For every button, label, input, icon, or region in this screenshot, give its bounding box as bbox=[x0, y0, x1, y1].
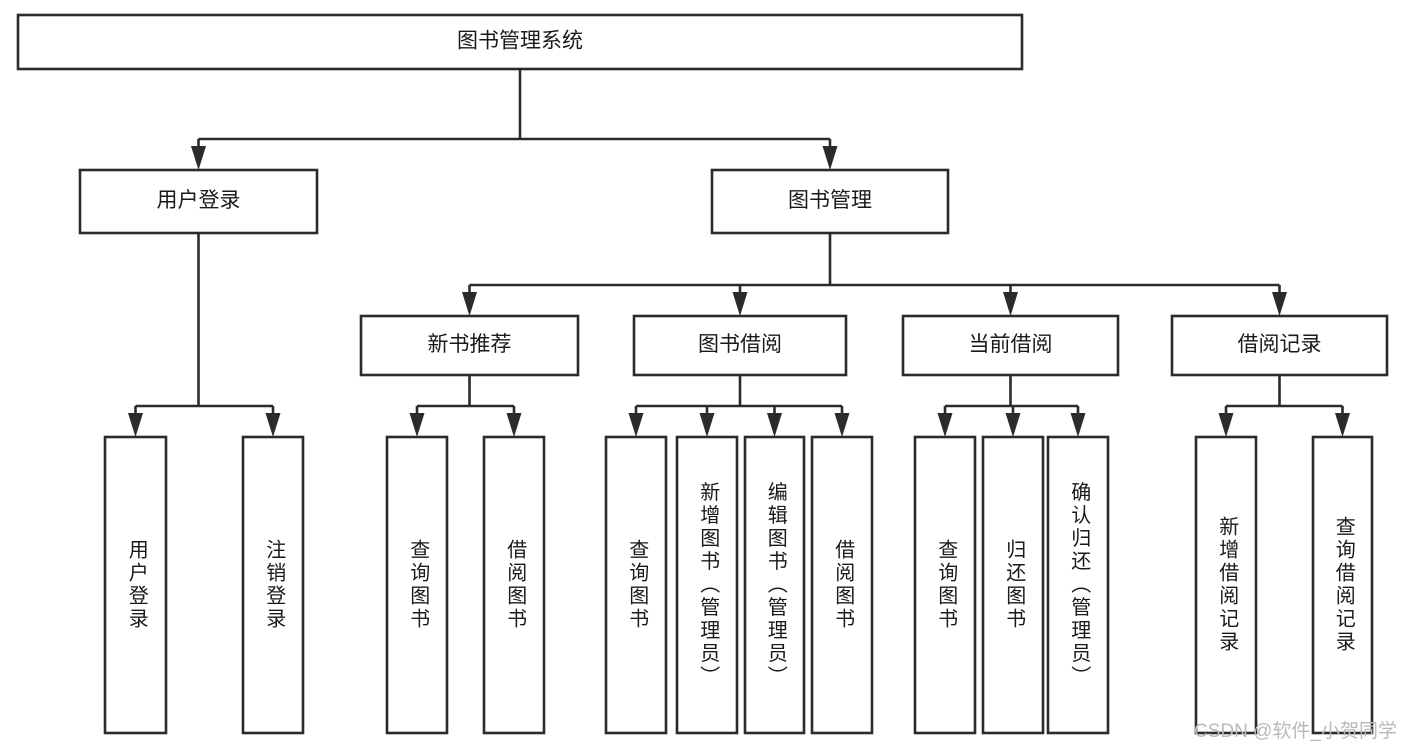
node-label: 借阅记录 bbox=[1238, 333, 1322, 356]
node-box bbox=[913, 435, 977, 735]
node-l-logout[interactable]: 注销登录 bbox=[241, 435, 305, 735]
node-n-current-borrow[interactable]: 当前借阅 bbox=[901, 314, 1120, 377]
arrow-head-icon bbox=[628, 413, 644, 437]
node-box bbox=[385, 435, 449, 735]
arrow-head-icon bbox=[937, 413, 953, 437]
arrow-head-icon bbox=[265, 413, 281, 437]
node-label: 查询图书 bbox=[935, 539, 958, 631]
arrow-head-icon bbox=[506, 413, 522, 437]
arrow-head-icon bbox=[462, 292, 477, 316]
arrow-head-icon bbox=[128, 413, 143, 437]
node-box bbox=[901, 314, 1120, 377]
node-l-add-book[interactable]: 新增图书（管理员） bbox=[675, 435, 739, 735]
node-root[interactable]: 图书管理系统 bbox=[16, 13, 1024, 71]
node-label: 新增图书（管理员） bbox=[697, 481, 720, 688]
node-box bbox=[16, 13, 1024, 71]
node-label: 借阅图书 bbox=[504, 539, 527, 631]
node-l-query-book-1[interactable]: 查询图书 bbox=[385, 435, 449, 735]
node-n-book-borrow[interactable]: 图书借阅 bbox=[632, 314, 848, 377]
node-label: 新书推荐 bbox=[428, 333, 512, 356]
node-l-query-book-3[interactable]: 查询图书 bbox=[913, 435, 977, 735]
node-l-borrow-book-1[interactable]: 借阅图书 bbox=[482, 435, 546, 735]
node-box bbox=[675, 435, 739, 735]
node-label: 查询图书 bbox=[626, 539, 649, 631]
node-layer: 图书管理系统用户登录图书管理新书推荐图书借阅当前借阅借阅记录用户登录注销登录查询… bbox=[16, 13, 1389, 735]
node-box bbox=[710, 168, 950, 235]
arrow-head-icon bbox=[699, 413, 715, 437]
arrow-head-icon bbox=[1070, 413, 1086, 437]
csdn-watermark: CSDN @软件_小贺同学 bbox=[1194, 721, 1397, 742]
arrow-head-icon bbox=[732, 292, 748, 316]
node-label: 查询借阅记录 bbox=[1332, 516, 1355, 654]
node-l-add-record[interactable]: 新增借阅记录 bbox=[1194, 435, 1258, 735]
node-box bbox=[241, 435, 305, 735]
node-label: 图书管理系统 bbox=[457, 30, 583, 53]
node-label: 当前借阅 bbox=[969, 333, 1053, 356]
node-box bbox=[359, 314, 580, 377]
node-label: 确认归还（管理员） bbox=[1068, 481, 1091, 688]
node-box bbox=[632, 314, 848, 377]
node-l-borrow-book-2[interactable]: 借阅图书 bbox=[810, 435, 874, 735]
arrow-head-icon bbox=[1218, 413, 1234, 437]
connector-layer bbox=[128, 69, 1350, 437]
node-box bbox=[1194, 435, 1258, 735]
node-l-confirm-return[interactable]: 确认归还（管理员） bbox=[1046, 435, 1110, 735]
node-label: 用户登录 bbox=[125, 539, 148, 631]
node-label: 归还图书 bbox=[1003, 539, 1026, 631]
node-box bbox=[482, 435, 546, 735]
node-l-return-book[interactable]: 归还图书 bbox=[981, 435, 1045, 735]
node-label: 用户登录 bbox=[157, 189, 241, 212]
arrow-head-icon bbox=[1003, 292, 1018, 316]
node-n-book-manage[interactable]: 图书管理 bbox=[710, 168, 950, 235]
node-n-borrow-record[interactable]: 借阅记录 bbox=[1170, 314, 1389, 377]
arrow-head-icon bbox=[1272, 292, 1287, 316]
node-l-query-book-2[interactable]: 查询图书 bbox=[604, 435, 668, 735]
node-l-user-login[interactable]: 用户登录 bbox=[103, 435, 168, 735]
arrow-head-icon bbox=[834, 413, 850, 437]
arrow-head-icon bbox=[822, 146, 838, 170]
node-l-query-record[interactable]: 查询借阅记录 bbox=[1311, 435, 1374, 735]
arrow-head-icon bbox=[767, 413, 782, 437]
node-label: 图书管理 bbox=[788, 189, 872, 212]
node-box bbox=[1046, 435, 1110, 735]
node-box bbox=[810, 435, 874, 735]
node-box bbox=[78, 168, 319, 235]
node-l-edit-book[interactable]: 编辑图书（管理员） bbox=[743, 435, 806, 735]
node-box bbox=[1170, 314, 1389, 377]
node-n-user-login[interactable]: 用户登录 bbox=[78, 168, 319, 235]
arrow-head-icon bbox=[1335, 413, 1350, 437]
node-label: 查询图书 bbox=[407, 539, 430, 631]
arrow-head-icon bbox=[1005, 413, 1021, 437]
node-box bbox=[604, 435, 668, 735]
arrow-head-icon bbox=[409, 413, 425, 437]
arrow-head-icon bbox=[191, 146, 206, 170]
node-label: 图书借阅 bbox=[698, 333, 782, 356]
node-label: 新增借阅记录 bbox=[1216, 516, 1239, 654]
node-label: 借阅图书 bbox=[832, 539, 855, 631]
node-box bbox=[743, 435, 806, 735]
node-label: 注销登录 bbox=[263, 539, 286, 631]
node-n-new-book-rec[interactable]: 新书推荐 bbox=[359, 314, 580, 377]
node-box bbox=[103, 435, 168, 735]
node-label: 编辑图书（管理员） bbox=[764, 481, 787, 688]
node-box bbox=[1311, 435, 1374, 735]
node-box bbox=[981, 435, 1045, 735]
